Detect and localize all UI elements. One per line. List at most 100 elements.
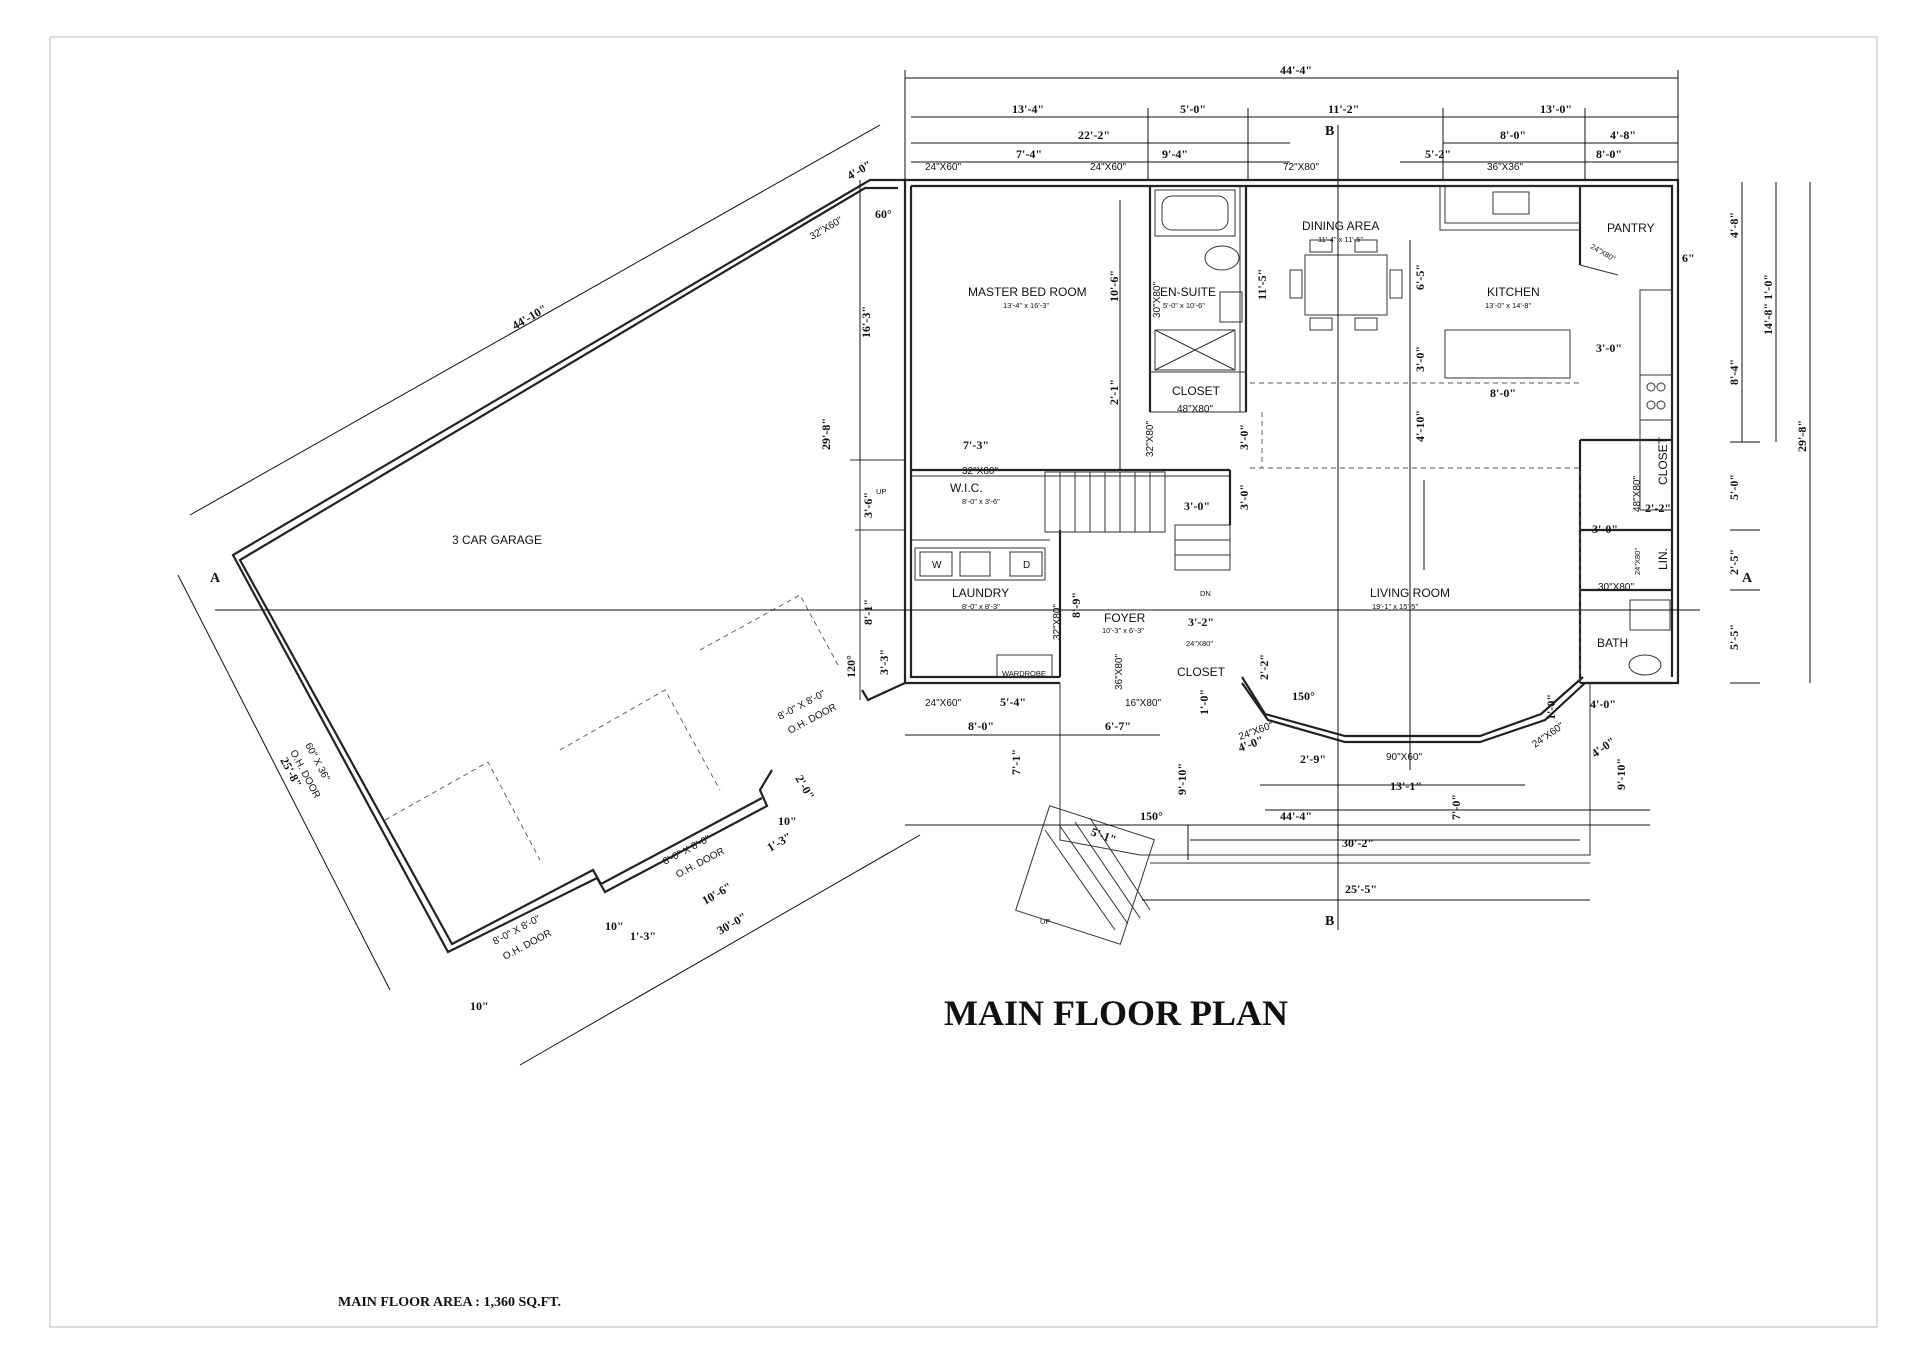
window-w1: 24"X60"	[925, 162, 961, 173]
dim-r1: 4'-8"	[1727, 212, 1741, 238]
room-laundry-name: LAUNDRY	[952, 586, 1009, 600]
window-w9: 24"X60"	[1530, 721, 1566, 751]
door-foyer: 36"X80"	[1114, 654, 1125, 690]
room-master-name: MASTER BED ROOM	[968, 285, 1087, 299]
dim-b14: 5'-1"	[1089, 825, 1118, 847]
room-living-name: LIVING ROOM	[1370, 586, 1450, 600]
room-wardrobe-name: WARDROBE	[1002, 669, 1046, 678]
dim-g6: 1'-3"	[630, 929, 656, 943]
dim-t4: 13'-0"	[1540, 102, 1572, 116]
dim-g3: 1'-3"	[765, 829, 795, 854]
room-laundry-size: 8'-0" x 8'-3"	[962, 602, 1000, 611]
dim-b5: 9'-10"	[1175, 763, 1189, 795]
dim-g4: 10'-6"	[700, 879, 735, 907]
room-closet2-name: CLOSET	[1177, 665, 1226, 679]
dim-m5: 3'-0"	[1413, 346, 1427, 372]
laundry-fixtures	[914, 547, 1053, 678]
door-closet3: 48"X80"	[1632, 476, 1643, 512]
dim-g2: 10"	[778, 814, 797, 828]
dim-m8: 3'-0"	[1596, 341, 1622, 355]
interior-stairs	[1044, 471, 1231, 571]
dim-overall-top: 44'-4"	[1280, 63, 1312, 77]
dim-m20: 8'-1"	[861, 599, 875, 625]
door-bath: 30"X80"	[1598, 582, 1634, 593]
dim-m4: 6'-5"	[1413, 264, 1427, 290]
bath-fixtures	[1154, 189, 1671, 676]
door-lin: 24"X80"	[1633, 548, 1642, 575]
dim-t6: 8'-0"	[1500, 128, 1526, 142]
dim-b6: 1'-0"	[1197, 689, 1211, 715]
door-wic: 32"X80"	[962, 466, 998, 477]
dryer-label: D	[1023, 560, 1030, 571]
room-ensuite-name: EN-SUITE	[1160, 285, 1216, 299]
dim-b12: 30'-2"	[1342, 836, 1374, 850]
window-w5: 24"X60"	[925, 698, 961, 709]
dim-m16: 2'-2"	[1257, 654, 1271, 680]
dim-t10: 5'-2"	[1425, 147, 1451, 161]
drawing-title: MAIN FLOOR PLAN	[944, 993, 1288, 1033]
room-linen-name: LIN.	[1656, 548, 1670, 570]
dim-m18: 2'-2"	[1645, 501, 1671, 515]
room-kitchen-size: 13'-0" x 14'-8"	[1485, 301, 1531, 310]
dim-b9: 13'-1"	[1390, 779, 1422, 793]
dim-b3: 6'-7"	[1105, 719, 1131, 733]
dim-b2: 5'-4"	[1000, 695, 1026, 709]
room-ensuite-size: 5'-0" x 10'-6"	[1163, 301, 1205, 310]
dim-r3: 14'-8"	[1761, 303, 1775, 335]
dim-t3: 11'-2"	[1328, 102, 1359, 116]
dim-m11: 3'-0"	[1237, 424, 1251, 450]
dim-b16: 4'-0"	[1590, 697, 1616, 711]
dim-b13: 25'-5"	[1345, 882, 1377, 896]
dim-m2: 2'-1"	[1107, 379, 1121, 405]
floor-area-label: MAIN FLOOR AREA : 1,360 SQ.FT.	[338, 1295, 561, 1310]
dim-m17: 3'-0"	[1592, 522, 1618, 536]
dim-m13: 3'-6"	[861, 492, 875, 518]
interior-walls	[911, 186, 1672, 685]
dim-m9: 7'-3"	[963, 438, 989, 452]
angle-150b: 150°	[1140, 809, 1163, 823]
room-garage-name: 3 CAR GARAGE	[452, 533, 542, 547]
dim-t11: 8'-0"	[1596, 147, 1622, 161]
dim-b4: 7'-1"	[1009, 749, 1023, 775]
window-w2: 24"X60"	[1090, 162, 1126, 173]
window-w6: 16"X80"	[1125, 698, 1161, 709]
dim-t2: 5'-0"	[1180, 102, 1206, 116]
dim-t7: 4'-8"	[1610, 128, 1636, 142]
room-dining-name: DINING AREA	[1302, 219, 1379, 233]
room-bath-name: BATH	[1597, 636, 1628, 650]
dashed-lines	[1250, 382, 1581, 683]
dim-b18: 4'-0"	[1589, 734, 1618, 760]
door-ensuite: 30"X80"	[1152, 282, 1163, 318]
room-master-size: 13'-4" x 16'-3"	[1003, 301, 1049, 310]
dim-r8: 5'-5"	[1727, 624, 1741, 650]
dim-g-top: 4'-0"	[845, 157, 875, 182]
dim-t5: 22'-2"	[1078, 128, 1110, 142]
dim-g5: 10"	[605, 919, 624, 933]
dim-r9: 6"	[1682, 251, 1695, 265]
front-porch	[1015, 683, 1591, 945]
window-w4: 36"X36"	[1487, 162, 1523, 173]
dim-m6: 4'-10"	[1413, 410, 1427, 442]
dim-m15: 3'-2"	[1188, 615, 1214, 629]
dim-r4: 8'-4"	[1727, 359, 1741, 385]
room-kitchen-name: KITCHEN	[1487, 285, 1540, 299]
kitchen-fixtures	[1444, 185, 1673, 511]
dim-g-left2: 29'-8"	[819, 418, 833, 450]
section-marker-a-left: A	[210, 571, 221, 586]
dim-m21: 3'-3"	[877, 649, 891, 675]
closet1-door: 48"X80"	[1177, 404, 1213, 415]
dining-table	[1289, 239, 1403, 331]
dim-m10: 3'-0"	[1184, 499, 1210, 513]
angle-60: 60°	[875, 207, 892, 221]
dim-g-long: 44'-10"	[510, 301, 550, 332]
window-w7: 90"X60"	[1386, 752, 1422, 763]
window-w3: 72"X80"	[1283, 162, 1319, 173]
door-closet1: 32"X80"	[1145, 421, 1156, 457]
dim-t9: 9'-4"	[1162, 147, 1188, 161]
dim-m1: 10'-6"	[1107, 270, 1121, 302]
section-marker-a-right: A	[1742, 571, 1753, 586]
room-dining-size: 11'-4" x 11'-5"	[1318, 235, 1363, 244]
sheet-border	[49, 36, 1878, 1328]
dim-r7: 2'-5"	[1727, 549, 1741, 575]
